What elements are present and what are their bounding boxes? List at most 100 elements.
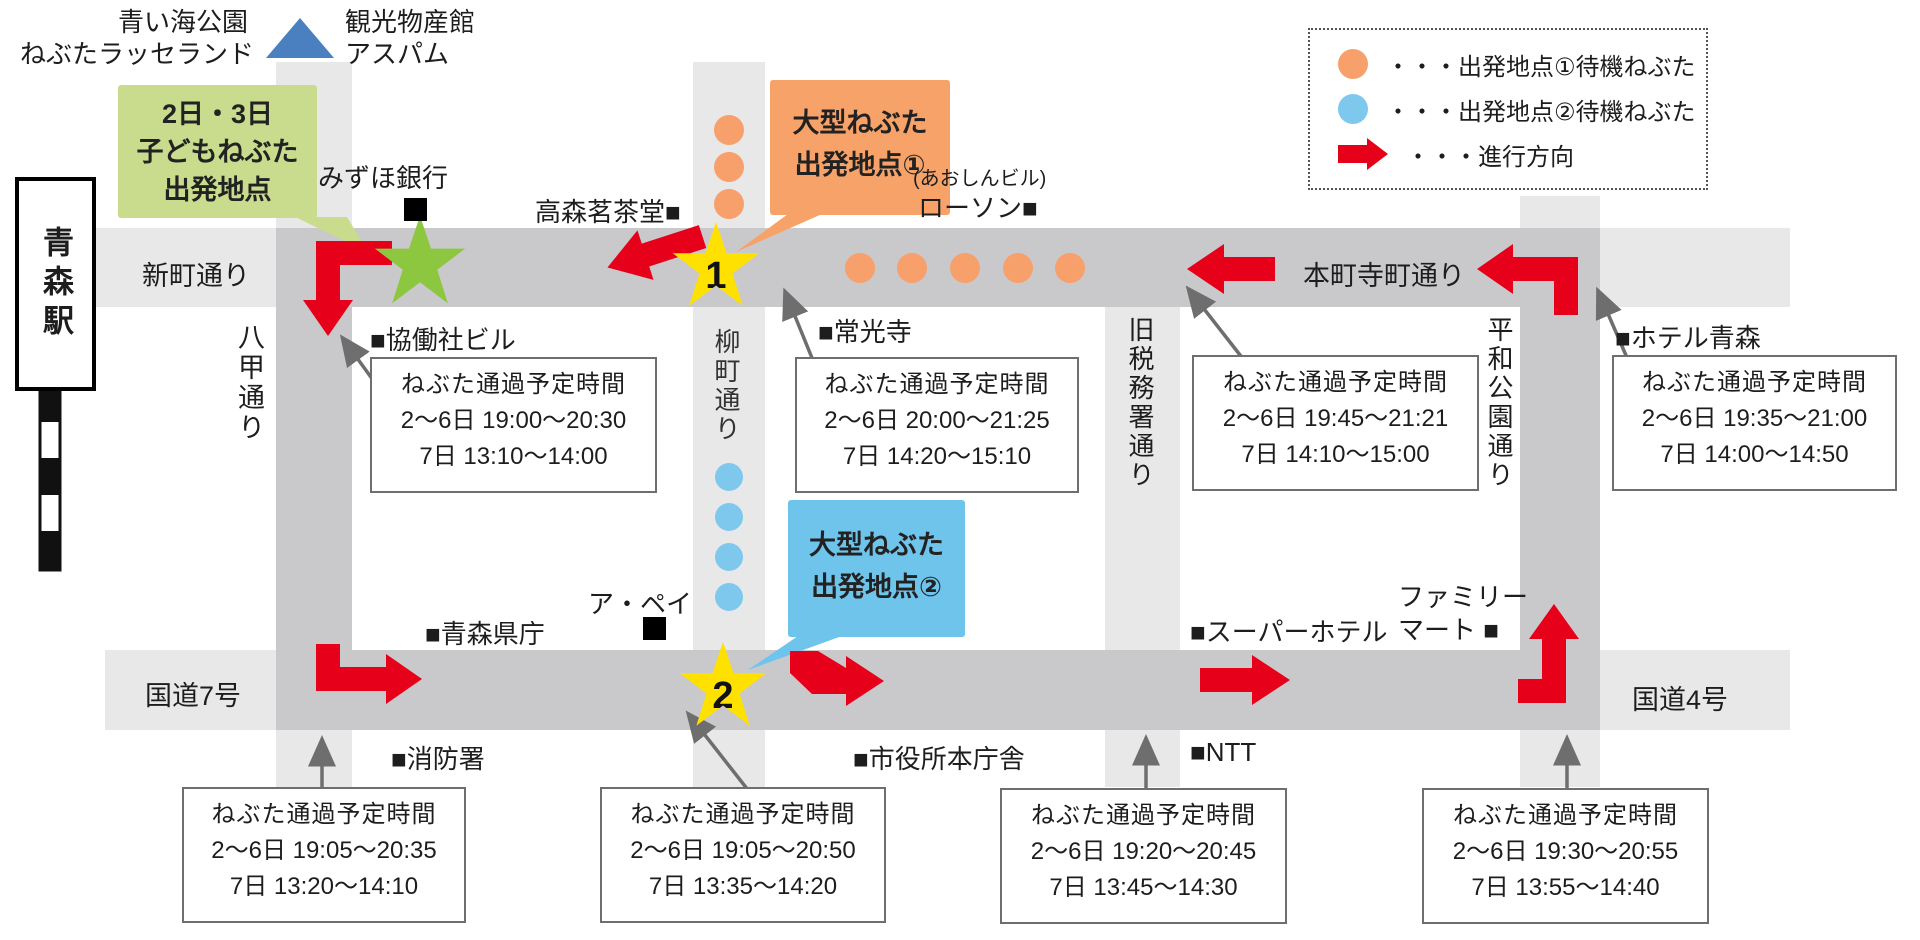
waiting2-dot <box>715 583 743 611</box>
time-box-jokoji: ねぶた通過予定時間 2〜6日 20:00〜21:25 7日 14:20〜15:1… <box>795 357 1079 493</box>
time-box-days: 2〜6日 19:05〜20:50 <box>630 837 856 864</box>
waiting2-dot <box>715 503 743 531</box>
direction-arrow-turn-east-route7 <box>316 644 422 704</box>
time-box-day7: 7日 14:10〜15:00 <box>1241 441 1430 468</box>
legend-row-waiting2: ・・・出発地点②待機ねぶた <box>1338 92 1706 127</box>
aspam-label-line1: 観光物産館 <box>345 7 476 37</box>
direction-arrow-turn-west-honcho <box>1477 244 1578 315</box>
map-legend: ・・・出発地点①待機ねぶた ・・・出発地点②待機ねぶた ・・・進行方向 <box>1308 28 1708 190</box>
time-box-days: 2〜6日 19:05〜20:35 <box>211 837 437 864</box>
time-box-ntt: ねぶた通過予定時間 2〜6日 19:20〜20:45 7日 13:45〜14:3… <box>1000 788 1287 924</box>
time-box-days: 2〜6日 19:20〜20:45 <box>1030 838 1257 865</box>
street-honcho-east <box>1600 228 1790 307</box>
time-box-title: ねぶた通過予定時間 <box>1031 802 1256 829</box>
park-label: 青い海公園 ねぶたラッセランド <box>20 6 255 70</box>
large1-bubble-line1: 大型ねぶた <box>792 108 928 138</box>
waiting1-dot <box>714 189 744 219</box>
legend-label-direction: ・・・進行方向 <box>1406 143 1574 171</box>
course-route7 <box>276 650 1600 730</box>
direction-arrow-east-from-point2 <box>790 651 884 706</box>
large1-bubble-line2: 出発地点① <box>794 150 926 180</box>
direction-arrow-turn-south-hakko <box>303 241 392 336</box>
waiting1-dot <box>714 152 744 182</box>
time-box-title: ねぶた通過予定時間 <box>630 801 856 828</box>
street-label-hakko: 八甲通り <box>234 323 264 443</box>
time-box-day7: 7日 13:45〜14:30 <box>1049 874 1238 901</box>
familymart-line2: マート ■ <box>1398 615 1499 645</box>
time-box-shobosho: ねぶた通過予定時間 2〜6日 19:05〜20:35 7日 13:20〜14:1… <box>182 787 466 923</box>
large-nebuta-departure1-bubble: 大型ねぶた 出発地点① <box>770 80 950 215</box>
time-box-title: ねぶた通過予定時間 <box>211 801 437 828</box>
large2-bubble-line2: 出発地点② <box>811 572 942 602</box>
waiting1-dot <box>897 253 927 283</box>
blue-dot-icon <box>1338 94 1368 124</box>
street-heiwa-north-stub <box>1520 196 1600 228</box>
departure-point2-number: 2 <box>712 674 734 717</box>
time-box-day7: 7日 14:00〜14:50 <box>1660 441 1849 468</box>
time-box-zeimusho: ねぶた通過予定時間 2〜6日 19:45〜21:21 7日 14:10〜15:0… <box>1192 355 1479 491</box>
legend-row-direction: ・・・進行方向 <box>1338 137 1706 172</box>
kids-departure-bubble: 2日・3日 子どもねぶた 出発地点 <box>118 85 317 218</box>
waiting1-dot <box>1003 253 1033 283</box>
waiting2-dot <box>715 543 743 571</box>
time-box-days: 2〜6日 20:00〜21:25 <box>824 407 1050 434</box>
time-box-heiwa-koen: ねぶた通過予定時間 2〜6日 19:30〜20:55 7日 13:55〜14:4… <box>1422 788 1709 924</box>
landmark-ntt: ■NTT <box>1190 737 1257 767</box>
time-box-title: ねぶた通過予定時間 <box>824 371 1050 398</box>
aspam-label-line2: アスパム <box>345 39 450 69</box>
landmark-kencho: ■青森県庁 <box>425 619 545 649</box>
pointer-box2 <box>782 287 814 359</box>
time-box-shiyakusho: ねぶた通過予定時間 2〜6日 19:05〜20:50 7日 13:35〜14:2… <box>600 787 886 923</box>
landmark-familymart: ファミリー マート ■ <box>1398 581 1528 647</box>
familymart-line1: ファミリー <box>1398 582 1529 612</box>
direction-arrow-west-shinmachi <box>607 225 707 280</box>
street-label-shinmachi: 新町通り <box>142 261 250 291</box>
aomori-station-label: 青森駅 <box>38 225 73 343</box>
time-box-kyodosha: ねぶた通過予定時間 2〜6日 19:00〜20:30 7日 13:10〜14:0… <box>370 357 657 493</box>
waiting2-dot <box>715 463 743 491</box>
red-arrow-icon <box>1338 138 1388 170</box>
direction-arrow-turn-north-heiwa <box>1518 604 1579 703</box>
landmark-hotel-aomori: ■ホテル青森 <box>1615 323 1761 353</box>
direction-arrow-east-route7 <box>1200 655 1290 705</box>
legend-row-waiting1: ・・・出発地点①待機ねぶた <box>1338 47 1706 82</box>
park-label-line1: 青い海公園 <box>117 7 248 37</box>
kids-bubble-line1: 2日・3日 <box>161 99 274 129</box>
landmark-lawson: ローソン■ <box>918 193 1038 223</box>
kids-bubble-line3: 出発地点 <box>163 175 272 205</box>
departure-point1-number: 1 <box>705 254 727 297</box>
pointer-box4 <box>1595 286 1630 361</box>
street-label-yanagimachi: 柳町通り <box>711 328 741 444</box>
waiting1-dot <box>950 253 980 283</box>
mizuho-building-marker <box>404 198 427 221</box>
time-box-title: ねぶた通過予定時間 <box>1642 369 1867 396</box>
time-box-hotel-aomori: ねぶた通過予定時間 2〜6日 19:35〜21:00 7日 14:00〜14:5… <box>1612 355 1897 491</box>
legend-label-waiting1: ・・・出発地点①待機ねぶた <box>1386 53 1696 81</box>
landmark-kyodosha: ■協働社ビル <box>370 325 516 355</box>
legend-label-waiting2: ・・・出発地点②待機ねぶた <box>1386 98 1696 126</box>
time-box-title: ねぶた通過予定時間 <box>1453 802 1678 829</box>
waiting1-dot <box>714 115 744 145</box>
street-label-route4: 国道4号 <box>1632 685 1729 715</box>
landmark-super-hotel: ■スーパーホテル <box>1190 617 1388 647</box>
park-label-line2: ねぶたラッセランド <box>20 39 255 69</box>
street-shinmachi-west <box>95 228 276 307</box>
waiting1-dot <box>1055 253 1085 283</box>
landmark-takamori: 高森茗茶堂■ <box>535 197 681 227</box>
time-box-days: 2〜6日 19:30〜20:55 <box>1452 838 1679 865</box>
aspam-label: 観光物産館 アスパム <box>345 6 475 70</box>
direction-arrow-west-honcho <box>1187 244 1275 294</box>
time-box-day7: 7日 13:10〜14:00 <box>419 443 608 470</box>
time-box-day7: 7日 14:20〜15:10 <box>842 443 1032 470</box>
time-box-title: ねぶた通過予定時間 <box>1223 369 1448 396</box>
apei-building-marker <box>643 617 666 640</box>
kids-bubble-line2: 子どもねぶた <box>136 137 299 167</box>
time-box-title: ねぶた通過予定時間 <box>401 371 626 398</box>
street-zeimusho-mid <box>1105 307 1180 650</box>
street-label-kyu-zeimusho: 旧税務署通り <box>1125 316 1155 490</box>
time-box-day7: 7日 13:20〜14:10 <box>229 873 419 900</box>
time-box-days: 2〜6日 19:45〜21:21 <box>1222 405 1449 432</box>
time-box-days: 2〜6日 19:00〜20:30 <box>400 407 627 434</box>
aspam-triangle-icon <box>266 18 334 58</box>
